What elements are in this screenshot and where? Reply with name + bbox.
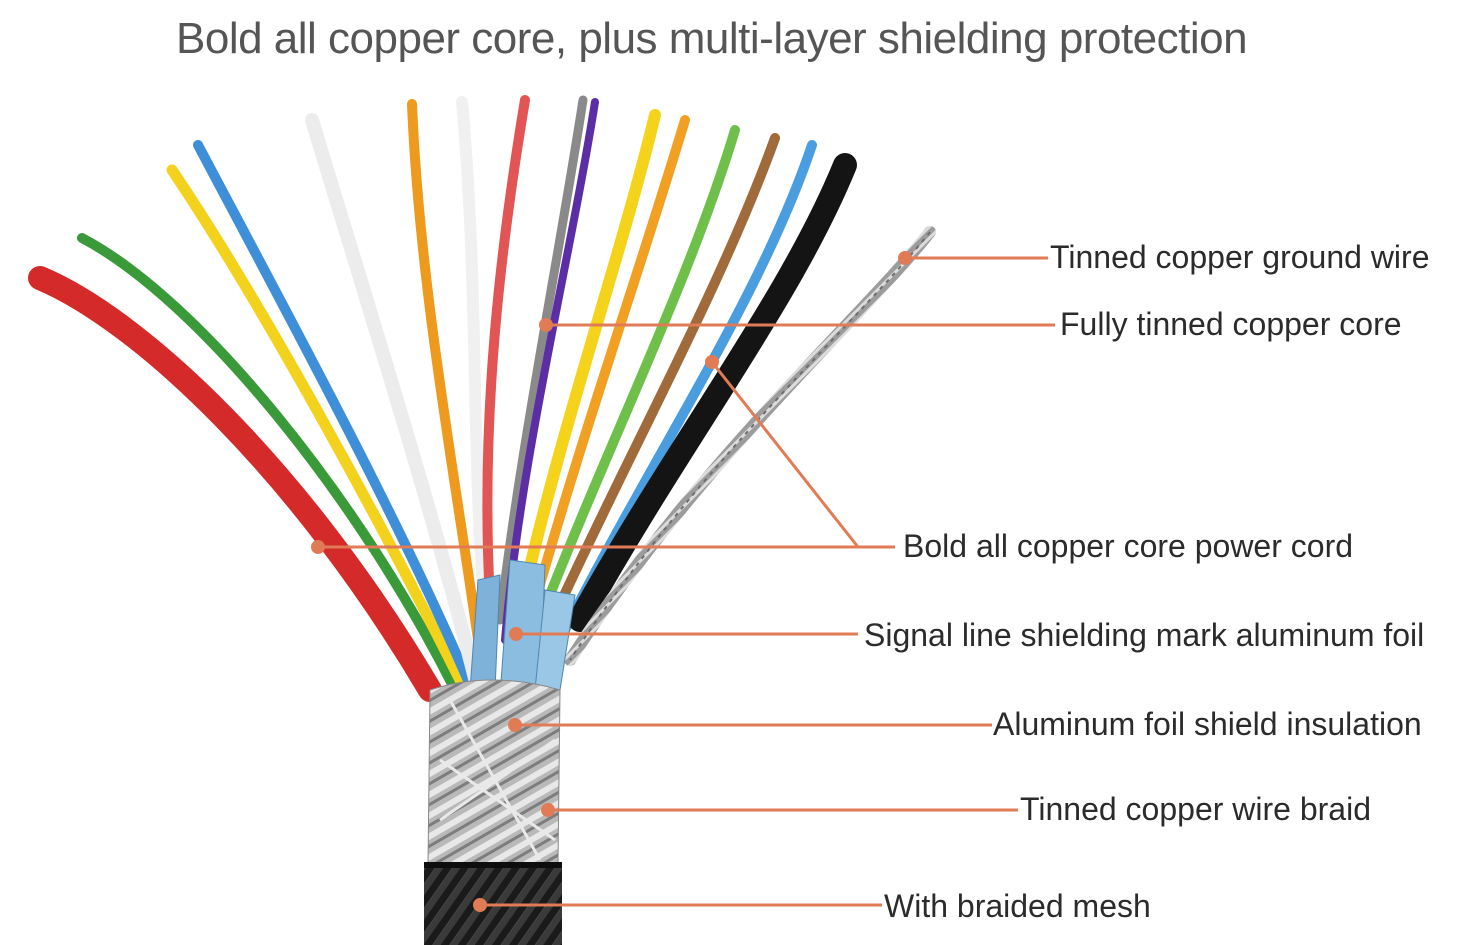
orange-wire <box>407 99 490 695</box>
wire-bundle <box>28 95 857 702</box>
braid-strands <box>439 699 556 861</box>
callout-label-wire-braid: Tinned copper wire braid <box>1020 791 1371 827</box>
ground-wire-strand-highlight <box>569 231 931 661</box>
callout-label-braided-mesh: With braided mesh <box>884 888 1151 924</box>
foil-shield-section <box>427 679 561 866</box>
callout-label-signal-foil: Signal line shielding mark aluminum foil <box>864 617 1424 653</box>
callout-foil-insulation: Aluminum foil shield insulation <box>508 706 1422 742</box>
callout-label-ground-wire: Tinned copper ground wire <box>1050 239 1429 275</box>
red-wire <box>28 266 442 702</box>
callout-label-power-cord: Bold all copper core power cord <box>903 528 1353 564</box>
callout-wire-braid: Tinned copper wire braid <box>541 791 1371 827</box>
pink-red-wire <box>482 95 530 605</box>
diagram-title: Bold all copper core, plus multi-layer s… <box>176 14 1248 63</box>
white-wire <box>305 113 485 697</box>
callout-braided-mesh: With braided mesh <box>473 888 1151 924</box>
white-wire-2 <box>456 96 494 646</box>
callout-power-cord: Bold all copper core power cord <box>311 355 1353 564</box>
yellow-wire-2 <box>514 109 661 616</box>
callout-group: Tinned copper ground wire Fully tinned c… <box>311 239 1429 924</box>
green-wire <box>77 233 460 695</box>
yellow-wire <box>166 164 471 696</box>
blue-wire <box>193 140 477 695</box>
callout-signal-foil: Signal line shielding mark aluminum foil <box>509 617 1424 653</box>
callout-label-foil-insulation: Aluminum foil shield insulation <box>993 706 1422 742</box>
brown-wire <box>543 133 780 635</box>
callout-label-tinned-core: Fully tinned copper core <box>1060 306 1402 342</box>
callout-tinned-core: Fully tinned copper core <box>539 306 1402 342</box>
callout-ground-wire: Tinned copper ground wire <box>898 239 1429 275</box>
